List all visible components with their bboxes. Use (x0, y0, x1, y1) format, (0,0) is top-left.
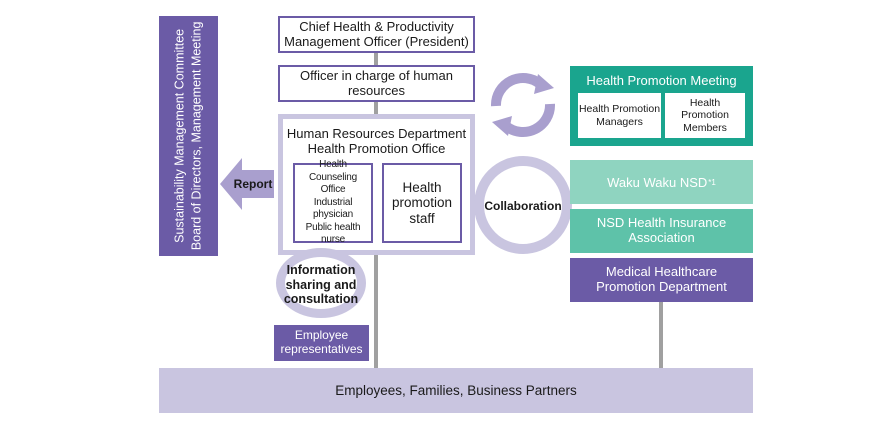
nsd-health-insurance-box: NSD Health Insurance Association (570, 209, 753, 253)
insurance-line-2: Association (628, 230, 695, 245)
insurance-line-1: NSD Health Insurance (596, 215, 727, 231)
managers-line-1: Health Promotion (578, 103, 661, 116)
members-line-2: Members (683, 121, 727, 134)
counseling-line-1: Health Counseling (308, 159, 358, 183)
waku-waku-text: Waku Waku NSD (607, 174, 708, 190)
staff-line-1: Health (402, 179, 442, 195)
collaboration-label: Collaboration (484, 199, 562, 213)
info-line-3: consultation (283, 292, 359, 307)
reps-line-1: Employee (294, 328, 349, 343)
right-vertical-line (659, 300, 663, 370)
members-line-1: Health Promotion (681, 97, 729, 122)
hr-officer-line-1: Officer in charge of human (300, 67, 453, 83)
staff-line-2: promotion (391, 195, 453, 211)
info-sharing-label: Information sharing and consultation (270, 262, 372, 308)
governance-sidebar: Sustainability Management Committee Boar… (159, 16, 218, 256)
cycle-arrows-icon (491, 73, 555, 137)
counseling-line-4: Public health nurse (305, 221, 361, 246)
hr-officer-box: Officer in charge of human resources (278, 65, 475, 102)
medical-healthcare-box: Medical Healthcare Promotion Department (570, 258, 753, 302)
hr-officer-line-2: resources (347, 82, 406, 98)
employee-representatives-box: Employee representatives (274, 325, 369, 361)
counseling-line-2: Office (320, 184, 346, 196)
meeting-managers-box: Health Promotion Managers (578, 93, 661, 138)
collaboration-ring (474, 156, 572, 254)
medical-line-2: Promotion Department (596, 279, 727, 294)
info-line-1: Information (286, 263, 356, 278)
waku-waku-nsd-box: Waku Waku NSD *1 (570, 160, 753, 204)
managers-line-2: Managers (596, 115, 643, 128)
counseling-line-3: Industrial physician (313, 196, 353, 221)
counseling-office-box: Health Counseling Office Industrial phys… (293, 159, 373, 245)
sidebar-line-1: Sustainability Management Committee (172, 29, 187, 243)
hr-dept-title: Human Resources Department (286, 126, 467, 141)
medical-line-1: Medical Healthcare (605, 264, 718, 280)
chief-officer-box: Chief Health & Productivity Management O… (278, 16, 475, 53)
reps-line-2: representatives (280, 342, 363, 356)
meeting-title: Health Promotion Meeting (586, 72, 737, 88)
sidebar-line-2: Board of Directors, Management Meeting (189, 21, 204, 251)
chief-line-2: Management Officer (President) (284, 33, 469, 49)
report-label: Report (233, 177, 273, 191)
promotion-staff-box: Health promotion staff (382, 163, 462, 243)
chief-line-1: Chief Health & Productivity (299, 18, 454, 34)
stakeholders-label: Employees, Families, Business Partners (335, 383, 577, 398)
waku-waku-footnote: *1 (708, 177, 716, 187)
hr-dept-subtitle: Health Promotion Office (307, 140, 446, 156)
info-line-2: sharing and (285, 277, 357, 292)
stakeholders-bar: Employees, Families, Business Partners (159, 368, 753, 413)
health-promotion-meeting-box: Health Promotion Meeting Health Promotio… (570, 66, 753, 146)
report-arrow (220, 158, 274, 210)
info-sharing-ring (276, 248, 366, 318)
meeting-members-box: Health Promotion Members (665, 93, 745, 138)
hr-department-box: Human Resources Department Health Promot… (278, 114, 475, 255)
staff-line-3: staff (409, 210, 435, 226)
